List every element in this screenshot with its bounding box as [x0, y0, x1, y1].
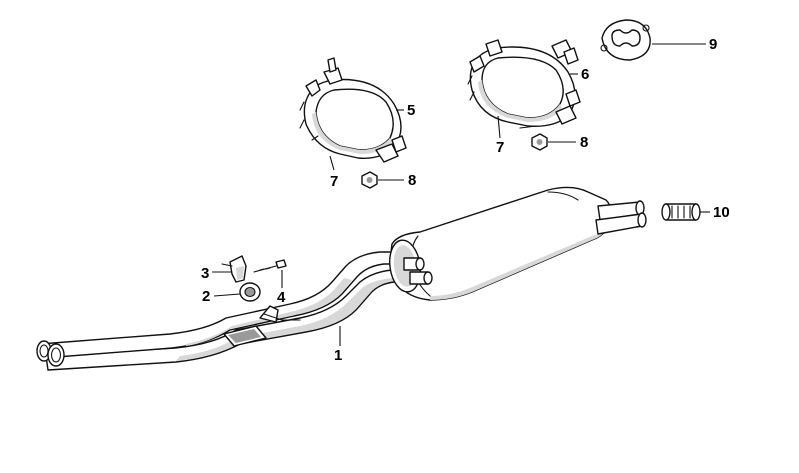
rubber-mount-part-2: [239, 282, 261, 302]
leader-7b: [497, 115, 501, 139]
bolt-part-4: [253, 259, 287, 273]
callout-6: 6: [581, 66, 589, 83]
callout-7-right: 7: [496, 139, 504, 156]
leader-7a: [329, 155, 335, 171]
callout-labels: 1 2 3 4 5 6 7 7 8 8 9 10: [201, 36, 730, 364]
clamp-part-6: [467, 39, 581, 129]
leader-lines: [212, 43, 710, 346]
callout-10: 10: [713, 204, 730, 221]
clamp-part-5: [299, 57, 407, 163]
callout-1: 1: [334, 347, 342, 364]
callout-3: 3: [201, 265, 209, 282]
callout-8-right: 8: [580, 134, 588, 151]
callout-5: 5: [407, 102, 415, 119]
callout-2: 2: [202, 288, 210, 305]
nut-part-8-left: [361, 171, 378, 189]
tailpipe-insert-part-10: [661, 203, 701, 221]
rear-silencer-with-pipes: [36, 186, 647, 371]
nut-part-8-right: [531, 133, 548, 151]
hanger-bracket-part-3: [221, 255, 247, 283]
leader-2: [213, 293, 241, 297]
callout-7-left: 7: [330, 173, 338, 190]
gasket-part-9: [600, 19, 651, 61]
callout-8-left: 8: [408, 172, 416, 189]
callout-9: 9: [709, 36, 717, 53]
callout-4: 4: [277, 289, 286, 306]
